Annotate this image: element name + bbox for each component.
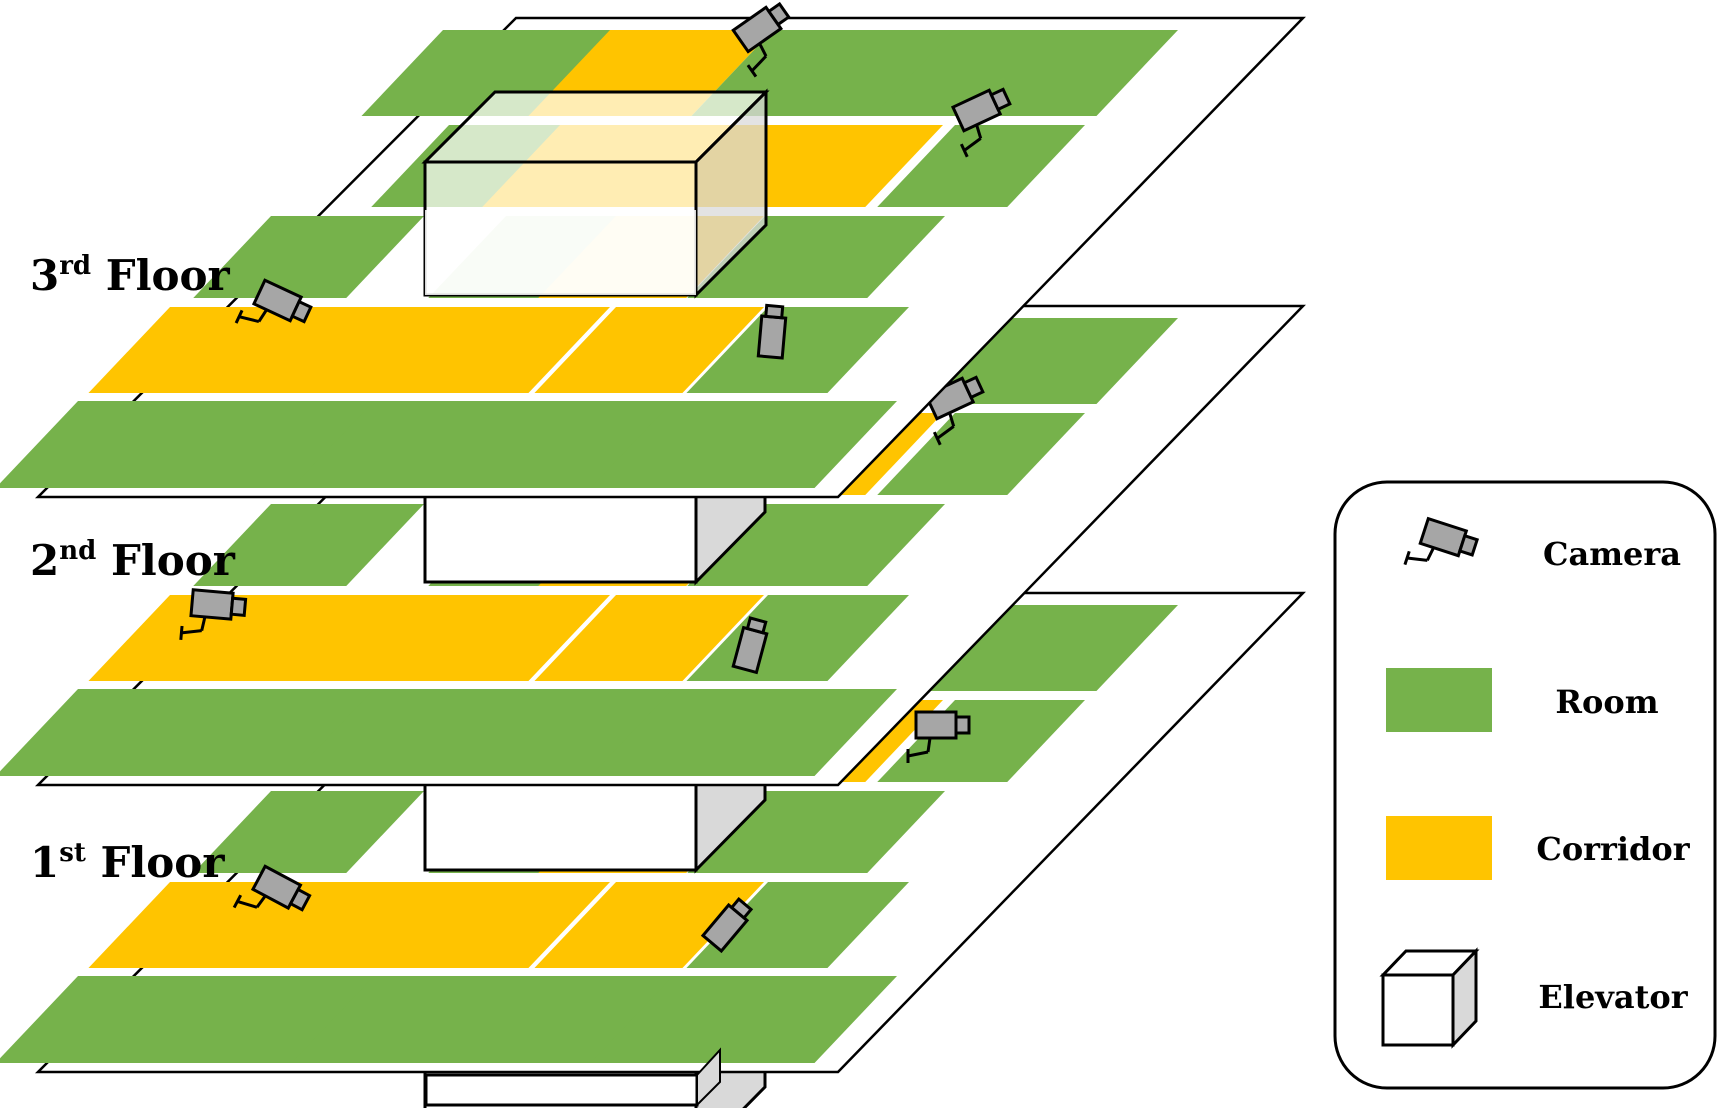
floor-1-corridor-cell	[88, 882, 611, 968]
legend-corridor-label: Corridor	[1536, 830, 1690, 868]
floor-3-room-cell	[872, 30, 1178, 116]
floor-2-room-cell	[193, 504, 424, 586]
floor-1-room-cell	[877, 700, 1085, 782]
floor-2-corridor-cell	[88, 595, 611, 681]
legend-camera-label: Camera	[1543, 535, 1681, 573]
legend: Camera Room Corridor Elevator	[1333, 480, 1717, 1090]
floor-2-elevator-shaft	[423, 781, 698, 872]
floor-1-label: 1st Floor	[30, 838, 225, 887]
floor-3-elevator-shaft	[423, 493, 698, 584]
legend-corridor-swatch	[1386, 816, 1492, 880]
floor-2-label: 2nd Floor	[30, 536, 236, 585]
floor-3-plane	[0, 0, 1306, 586]
elevator-box	[421, 88, 770, 299]
floor-3-room-cell	[686, 307, 909, 393]
elevator-shaft-base-side	[696, 1047, 721, 1108]
floor-3-room-cell	[590, 401, 897, 488]
floor-3-label: 3rd Floor	[30, 251, 231, 300]
floor-2-corridor-cell	[534, 595, 764, 681]
floor-1-room-cell	[686, 882, 909, 968]
floor-2-room-cell	[877, 413, 1085, 495]
legend-box	[1333, 480, 1717, 1090]
floors-layer: 1st Floor 2nd Floor 3rd Floor	[0, 0, 1306, 1108]
floor-3-room-cell	[193, 216, 424, 298]
floor-3-corridor-cell	[88, 307, 611, 393]
floor-2-room-cell	[590, 689, 897, 776]
legend-room-swatch	[1386, 668, 1492, 732]
legend-elevator-icon	[1379, 947, 1480, 1049]
elevator-shaft-base	[424, 1073, 699, 1107]
floor-1-room-cell	[193, 791, 424, 873]
floor-3-corridor-cell	[534, 307, 764, 393]
legend-elevator-label: Elevator	[1538, 978, 1688, 1016]
floor-3-room-cell	[877, 125, 1085, 207]
floor-1-corridor-cell	[534, 882, 764, 968]
floor-1-room-cell	[590, 976, 897, 1063]
legend-room-label: Room	[1555, 683, 1658, 721]
